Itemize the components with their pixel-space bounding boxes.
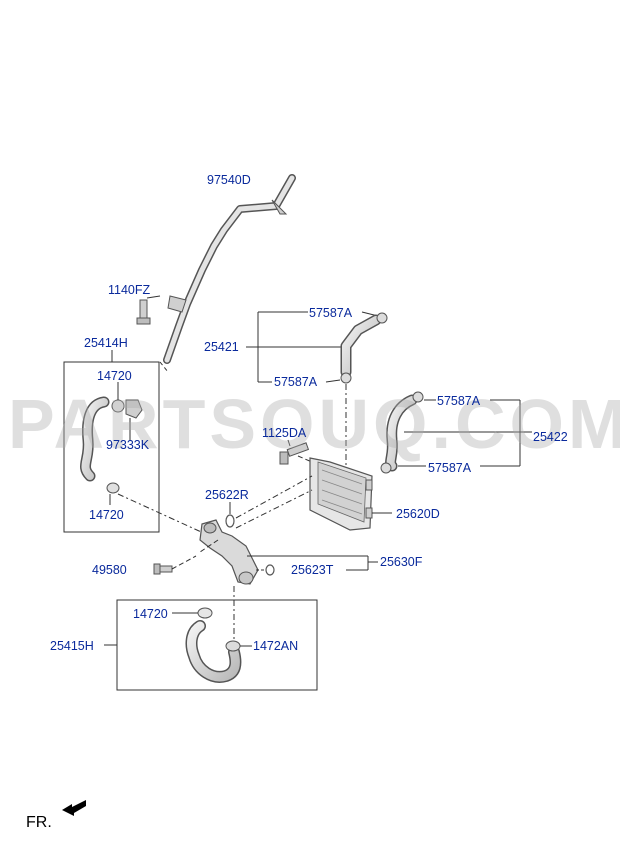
dashed-leader-bolt-49580 [171, 555, 197, 570]
label-57587A-d[interactable]: 57587A [428, 461, 472, 475]
clamp-1472AN[interactable] [225, 640, 241, 652]
dashed-leader-upper [159, 361, 169, 373]
leader-1125DA [287, 439, 291, 447]
label-1140FZ[interactable]: 1140FZ [108, 283, 151, 297]
label-14720-upper[interactable]: 14720 [97, 369, 132, 383]
bracket-25630F [247, 555, 378, 571]
oring-25622R[interactable] [225, 514, 235, 528]
oring-25623T[interactable] [265, 564, 275, 576]
label-25414H[interactable]: 25414H [84, 336, 128, 350]
dashed-leader-25622R-b [235, 489, 313, 529]
leader-1140FZ [146, 295, 161, 299]
bracket-25421 [246, 311, 379, 383]
clamp-57587A-a[interactable] [376, 312, 388, 324]
label-25422[interactable]: 25422 [533, 430, 568, 444]
oil-cooler-25620D[interactable] [309, 457, 373, 531]
label-14720-box2[interactable]: 14720 [133, 607, 168, 621]
hose-25421[interactable] [340, 314, 382, 378]
bolt-1140FZ[interactable] [136, 299, 151, 325]
label-25620D[interactable]: 25620D [396, 507, 440, 521]
label-25630F[interactable]: 25630F [380, 555, 423, 569]
label-1472AN[interactable]: 1472AN [253, 639, 299, 653]
hose-25415H[interactable] [185, 620, 242, 683]
clamp-14720-lower[interactable] [106, 482, 120, 494]
front-arrow-icon [62, 800, 86, 816]
label-97540D[interactable]: 97540D [207, 173, 251, 187]
dashed-leader-lower-clamp [117, 493, 211, 537]
label-57587A-c[interactable]: 57587A [437, 394, 481, 408]
label-57587A-a[interactable]: 57587A [309, 306, 353, 320]
clamp-14720-upper[interactable] [111, 399, 125, 413]
dashed-leader-25622R-a [235, 475, 313, 519]
label-25623T[interactable]: 25623T [291, 563, 334, 577]
hose-25414H[interactable] [80, 396, 110, 482]
label-1125DA[interactable]: 1125DA [262, 426, 307, 440]
bracket-25422 [398, 399, 532, 467]
bolt-49580[interactable] [153, 563, 173, 575]
label-57587A-b[interactable]: 57587A [274, 375, 318, 389]
label-49580[interactable]: 49580 [92, 563, 127, 577]
clamp-14720-box2[interactable] [197, 607, 213, 619]
label-25415H[interactable]: 25415H [50, 639, 94, 653]
breather-pipe-97540D[interactable] [163, 174, 296, 364]
clamp-97333K[interactable] [125, 399, 143, 419]
clamp-57587A-b[interactable] [340, 372, 352, 384]
hose-25422[interactable] [385, 394, 418, 472]
front-orientation-label: FR. [26, 814, 52, 831]
label-25622R[interactable]: 25622R [205, 488, 249, 502]
bolt-1125DA[interactable] [279, 442, 310, 465]
clamp-57587A-d[interactable] [380, 462, 392, 474]
label-25421[interactable]: 25421 [204, 340, 239, 354]
water-fitting-25630F[interactable] [199, 519, 259, 585]
label-97333K[interactable]: 97333K [106, 438, 150, 452]
clamp-57587A-c[interactable] [412, 391, 424, 403]
label-14720-lower[interactable]: 14720 [89, 508, 124, 522]
dashed-leader-49580 [199, 539, 219, 553]
